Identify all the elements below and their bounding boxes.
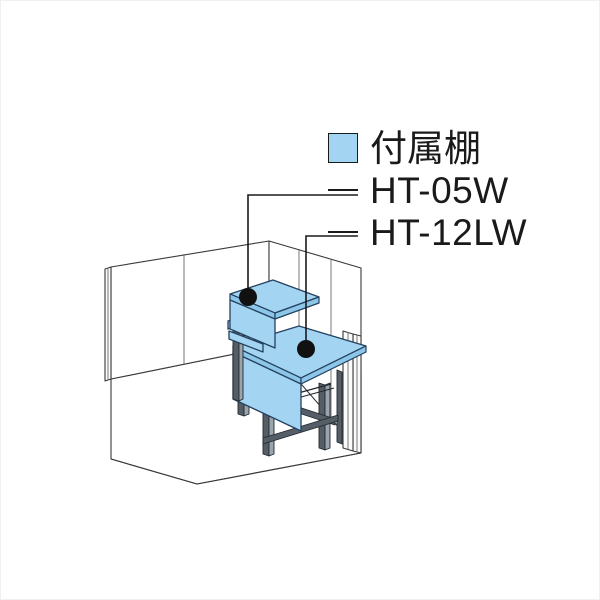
legend: 付属棚 HT-05W HT-12LW (328, 127, 593, 253)
legend-item-ht-12lw: HT-12LW (328, 211, 593, 253)
legend-item-ht-05w: HT-05W (328, 169, 593, 211)
leader-line-icon (328, 231, 358, 233)
floor-front-edge (110, 452, 362, 485)
leg-far-right (336, 369, 343, 445)
leader-line-icon (328, 189, 358, 191)
legend-item-shelf: 付属棚 (328, 127, 593, 169)
callout-leaders (239, 194, 358, 358)
shelf-panel-ht-12lw-edge-r (300, 345, 367, 385)
shelf-panel-ht-05w-edge-r (274, 296, 320, 320)
legend-label-ht-12lw: HT-12LW (370, 211, 528, 253)
shelf-apron-upper (229, 299, 276, 349)
marker-ht-12lw (297, 340, 315, 358)
shelf-swatch-icon (328, 133, 358, 163)
leader-ht-05w (247, 194, 358, 295)
legend-label-shelf: 付属棚 (370, 127, 481, 169)
legend-label-ht-05w: HT-05W (370, 169, 509, 211)
marker-ht-05w (239, 288, 257, 306)
leader-ht-12lw (305, 235, 358, 347)
shelf-left-ledge (228, 330, 264, 353)
